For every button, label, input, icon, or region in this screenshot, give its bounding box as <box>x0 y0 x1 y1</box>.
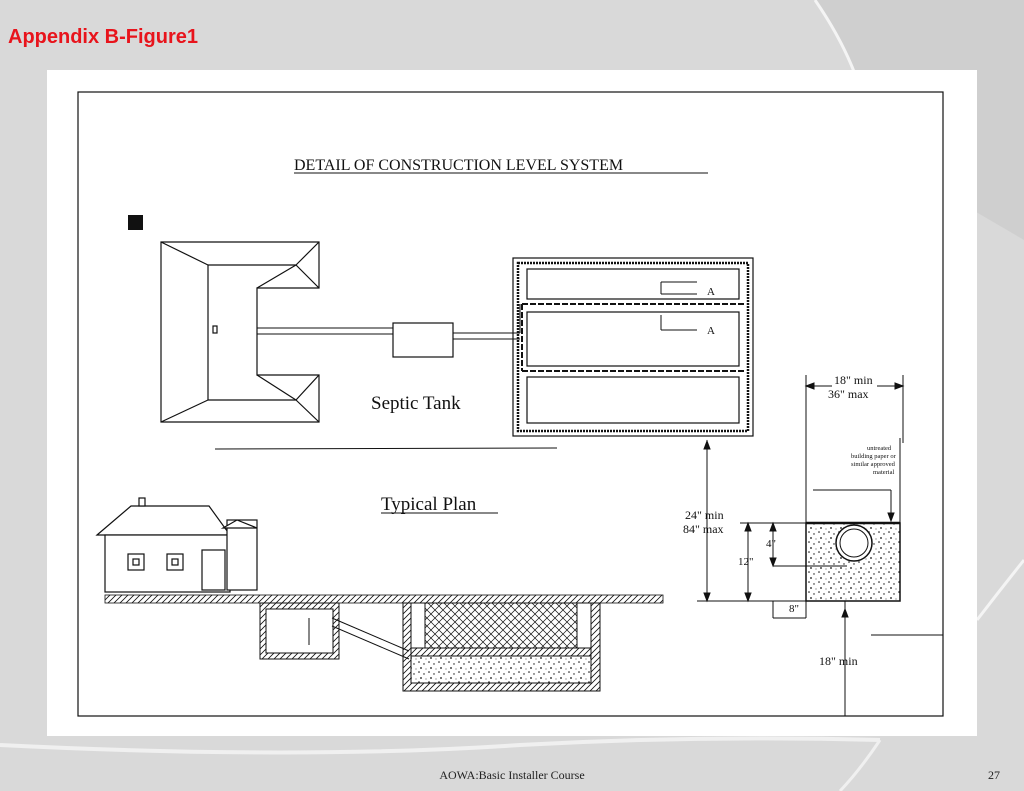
effluent-line <box>453 304 521 340</box>
house-roof-plan <box>160 241 320 423</box>
dim-18-min: 18" min <box>819 654 858 668</box>
width-label-min: 18" min <box>834 373 873 387</box>
figure-panel: DETAIL OF CONSTRUCTION LEVEL SYSTEM Sept… <box>47 70 977 736</box>
width-label-max: 36" max <box>828 387 869 401</box>
page-number: 27 <box>988 768 1000 782</box>
depth-label-max: 84" max <box>683 522 724 536</box>
plan-separator <box>214 447 558 450</box>
width-dimension <box>804 375 905 443</box>
trench-section <box>805 521 901 602</box>
section-label-a2: A <box>707 325 715 337</box>
dim-12: 12" <box>738 556 754 568</box>
section-label-a1: A <box>707 286 715 298</box>
typical-plan-label: Typical Plan <box>381 494 477 515</box>
paper-note-2: building paper or <box>851 453 897 460</box>
bottom-dimension <box>841 601 943 716</box>
ground-surface <box>104 594 664 604</box>
septic-tank-plan <box>392 322 454 358</box>
small-dimensions <box>740 521 847 619</box>
slide-title: Appendix B-Figure1 <box>8 26 199 48</box>
section-pipe <box>331 617 410 660</box>
diagram-heading: DETAIL OF CONSTRUCTION LEVEL SYSTEM <box>294 157 623 174</box>
construction-level-system-diagram: DETAIL OF CONSTRUCTION LEVEL SYSTEM Sept… <box>77 91 944 717</box>
section-marker-a2 <box>660 315 697 331</box>
depth-dimension <box>697 439 806 603</box>
house-elevation <box>95 497 258 593</box>
paper-note-leader <box>813 489 895 523</box>
house-sewer-line <box>257 327 393 335</box>
septic-tank-section <box>259 602 340 660</box>
dim-8: 8" <box>789 603 799 615</box>
distribution-bed-plan <box>512 257 754 437</box>
bed-section <box>402 602 601 692</box>
paper-note-3: similar approved <box>851 461 896 468</box>
footer-course-name: AOWA:Basic Installer Course <box>439 768 585 782</box>
drawing-border <box>77 91 944 717</box>
septic-tank-label: Septic Tank <box>371 393 461 414</box>
section-marker-a1 <box>660 281 697 295</box>
dim-4: 4" <box>766 538 776 550</box>
paper-note-1: untreated <box>867 445 892 452</box>
paper-note-4: material <box>873 469 894 476</box>
depth-label-min: 24" min <box>685 508 724 522</box>
bullet-square <box>128 215 143 230</box>
